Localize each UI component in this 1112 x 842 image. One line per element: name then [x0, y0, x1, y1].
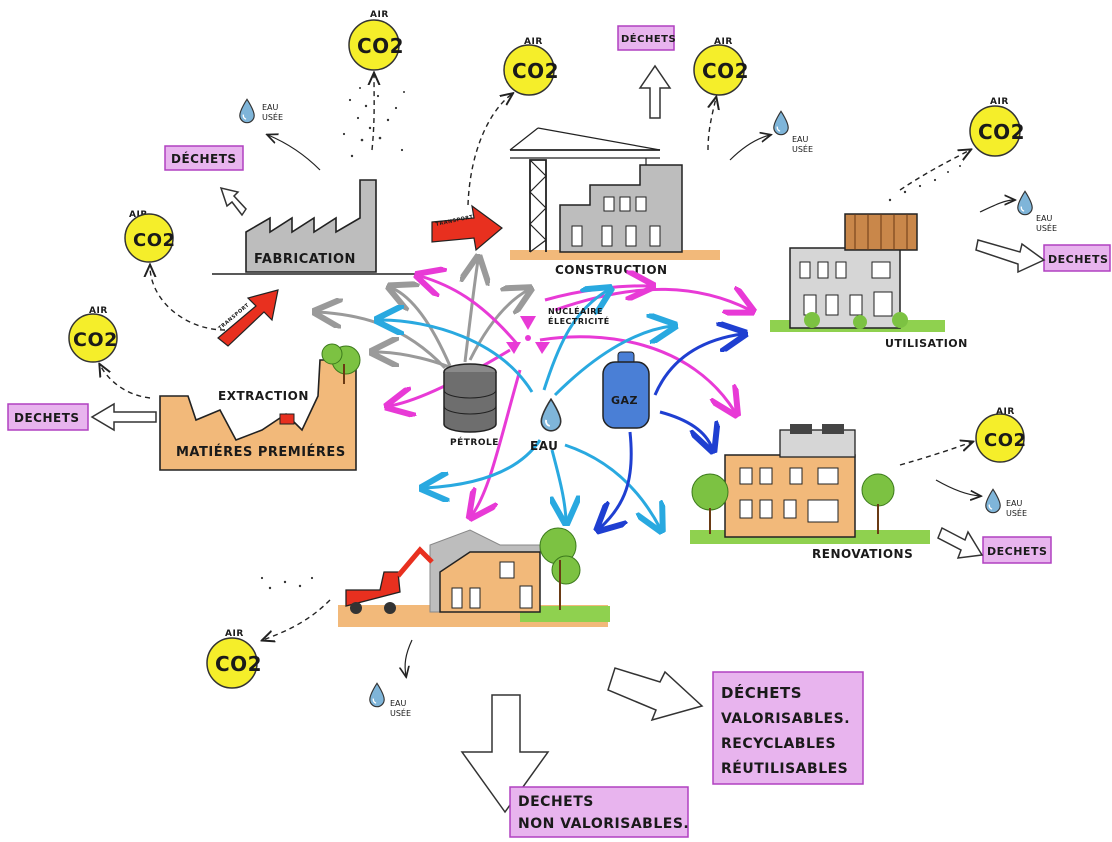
svg-text:CO2: CO2 — [357, 34, 404, 58]
house-utilisation: UTILISATION — [770, 213, 968, 350]
eau-usee-renovations: EAU USÉE — [985, 488, 1027, 518]
eau-usee-utilisation: EAU USÉE — [1017, 190, 1057, 233]
svg-text:EAU: EAU — [390, 699, 407, 708]
eau-usee-construction: EAU USÉE — [773, 110, 813, 154]
flow-arrows-cyan — [380, 290, 672, 528]
svg-text:USÉE: USÉE — [262, 111, 283, 122]
svg-text:AIR: AIR — [714, 37, 733, 47]
svg-text:EXTRACTION: EXTRACTION — [218, 389, 309, 403]
dechets-fabrication: DÉCHETS — [164, 145, 244, 171]
flow-arrows-blue — [600, 334, 742, 528]
factory: FABRICATION — [212, 179, 420, 275]
svg-text:CO2: CO2 — [978, 120, 1025, 144]
dechets-renovations: DECHETS — [982, 536, 1052, 564]
svg-text:AIR: AIR — [524, 37, 543, 47]
dechets-utilisation: DECHETS — [1043, 244, 1111, 272]
svg-text:CO2: CO2 — [702, 59, 749, 83]
svg-text:DÉCHETS: DÉCHETS — [171, 151, 237, 166]
co2-fabrication: AIR CO2 — [348, 10, 404, 71]
svg-text:AIR: AIR — [129, 210, 148, 220]
svg-text:USÉE: USÉE — [792, 143, 813, 154]
svg-text:RENOVATIONS: RENOVATIONS — [812, 547, 913, 561]
svg-text:ÉLECTRICITÉ: ÉLECTRICITÉ — [548, 315, 610, 326]
svg-text:FABRICATION: FABRICATION — [254, 252, 356, 267]
svg-text:CO2: CO2 — [133, 230, 176, 251]
svg-text:PÉTROLE: PÉTROLE — [450, 436, 499, 448]
svg-text:USÉE: USÉE — [1036, 222, 1057, 233]
nuclear-symbol: NUCLÉAIRE ÉLECTRICITÉ — [506, 305, 610, 354]
co2-demolition: AIR CO2 — [206, 629, 262, 689]
hollow-arrows — [90, 64, 1046, 814]
petrole-barrel: PÉTROLE — [443, 363, 499, 448]
gaz-bottle: GAZ — [602, 351, 650, 429]
svg-text:GAZ: GAZ — [611, 394, 638, 407]
co2-extraction: AIR CO2 — [68, 306, 118, 363]
svg-text:USÉE: USÉE — [1006, 507, 1027, 518]
emission-arrows — [100, 74, 972, 640]
dechets-non-valorisables-box: DECHETS NON VALORISABLES. — [509, 786, 689, 838]
svg-text:AIR: AIR — [89, 306, 108, 316]
quarry-extraction: EXTRACTION MATIÉRES PREMIÉRES — [159, 343, 361, 471]
svg-text:UTILISATION: UTILISATION — [885, 337, 968, 350]
svg-text:EAU: EAU — [1036, 214, 1053, 223]
svg-text:AIR: AIR — [225, 629, 244, 639]
svg-text:DÉCHETS: DÉCHETS — [621, 32, 676, 45]
svg-text:VALORISABLES.: VALORISABLES. — [721, 711, 850, 727]
eau-usee-fabrication: EAU USÉE — [239, 98, 283, 124]
svg-text:DECHETS: DECHETS — [987, 545, 1047, 558]
co2-extraction-top: AIR CO2 — [124, 210, 176, 263]
svg-text:CO2: CO2 — [73, 329, 118, 351]
dechets-valorisables-box: DÉCHETS VALORISABLES. RECYCLABLES RÉUTIL… — [712, 671, 864, 785]
svg-text:USÉE: USÉE — [390, 707, 411, 718]
svg-text:CO2: CO2 — [984, 430, 1027, 451]
transport-arrow-2: TRANSPORT — [431, 204, 503, 252]
svg-text:NON VALORISABLES.: NON VALORISABLES. — [518, 816, 689, 832]
svg-text:EAU: EAU — [1006, 499, 1023, 508]
svg-text:EAU: EAU — [530, 439, 558, 453]
smoke-dots — [260, 87, 961, 590]
co2-utilisation: AIR CO2 — [969, 97, 1025, 157]
svg-text:DECHETS: DECHETS — [518, 794, 594, 810]
svg-text:DÉCHETS: DÉCHETS — [721, 683, 802, 702]
transport-arrow-1: TRANSPORT — [217, 289, 279, 347]
house-renovations: RENOVATIONS — [690, 424, 930, 561]
co2-renovations: AIR CO2 — [975, 407, 1027, 463]
svg-text:AIR: AIR — [370, 10, 389, 20]
co2-construction-1: AIR CO2 — [503, 37, 559, 96]
demolition-site — [338, 527, 610, 627]
svg-text:EAU: EAU — [792, 135, 809, 144]
svg-text:AIR: AIR — [990, 97, 1009, 107]
wastewater-arrows — [268, 135, 1014, 676]
svg-text:NUCLÉAIRE: NUCLÉAIRE — [548, 305, 603, 316]
eau-usee-demolition: EAU USÉE — [369, 682, 411, 718]
svg-text:RÉUTILISABLES: RÉUTILISABLES — [721, 760, 848, 777]
svg-text:DECHETS: DECHETS — [1048, 253, 1108, 266]
svg-text:CO2: CO2 — [215, 652, 262, 676]
co2-construction-2: AIR CO2 — [693, 37, 749, 96]
svg-text:MATIÉRES PREMIÉRES: MATIÉRES PREMIÉRES — [176, 444, 346, 460]
dechets-extraction: DECHETS — [7, 403, 89, 431]
svg-text:RECYCLABLES: RECYCLABLES — [721, 736, 836, 752]
svg-text:DECHETS: DECHETS — [14, 411, 80, 425]
construction-site: CONSTRUCTION — [509, 127, 720, 277]
eau-drop: EAU — [530, 398, 562, 453]
svg-text:EAU: EAU — [262, 103, 279, 112]
svg-text:CO2: CO2 — [512, 59, 559, 83]
dechets-construction: DÉCHETS — [617, 25, 676, 51]
svg-text:AIR: AIR — [996, 407, 1015, 417]
svg-text:CONSTRUCTION: CONSTRUCTION — [555, 263, 668, 277]
